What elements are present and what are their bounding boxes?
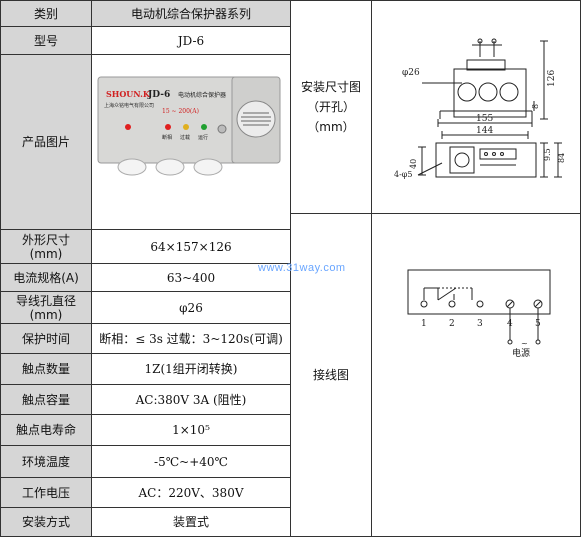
wiring-label: 接线图 — [312, 368, 349, 382]
svg-text:断相: 断相 — [162, 134, 172, 141]
dim-right-1: 9.5 — [543, 148, 552, 161]
row-value-protect: 断相：≤ 3s 过载：3~120s(可调) — [99, 331, 283, 346]
row-value-capacity: AC:380V 3A (阻性) — [135, 392, 247, 407]
terminal-2: 2 — [449, 319, 455, 329]
svg-text:过载: 过载 — [180, 134, 190, 141]
terminal-3: 3 — [477, 319, 483, 329]
photo-brand: SHOUN.K — [106, 89, 151, 99]
row-value-mount: 装置式 — [172, 515, 209, 529]
row-value-hole: φ26 — [179, 300, 203, 315]
dim-right-2: 84 — [557, 153, 566, 163]
install-label-3: （mm） — [307, 120, 355, 134]
row-value-current: 63~400 — [166, 270, 216, 285]
dim-bottom-width: 144 — [476, 126, 493, 136]
dim-height: 126 — [547, 70, 557, 87]
row-value-temp: -5℃~+40℃ — [154, 454, 228, 469]
dim-mount-hole: 4-φ5 — [394, 170, 412, 179]
led-red-2 — [165, 124, 171, 130]
row-value-contacts: 1Z(1组开闭转换) — [144, 362, 238, 376]
speaker-grille-icon — [241, 112, 271, 126]
row-label-mount: 安装方式 — [1, 508, 91, 536]
install-label-1: 安装尺寸图 — [300, 80, 361, 94]
product-photo: SHOUN.K JD-6 电动机综合保护器 上海众铭电气有限公司 15 ~ 20… — [92, 55, 290, 229]
watermark: www.31way.com — [258, 262, 346, 274]
photo-model: JD-6 — [147, 90, 170, 100]
row-label-photo: 产品图片 — [1, 55, 91, 229]
install-dimension-drawing: φ26 126 8 155 144 40 4-φ5 9.5 84 — [394, 38, 566, 179]
row-label-voltage: 工作电压 — [1, 478, 91, 507]
adjust-knob — [217, 124, 227, 134]
row-label-size: 外形尺寸 (mm) — [1, 230, 91, 263]
series-title-cell: 电动机综合保护器系列 — [92, 1, 290, 26]
row-label-current: 电流规格(A) — [1, 264, 91, 291]
svg-text:运行: 运行 — [198, 134, 208, 141]
series-title: 电动机综合保护器系列 — [130, 6, 251, 21]
row-label-contacts: 触点数量 — [1, 354, 91, 384]
row-label-capacity: 触点容量 — [1, 385, 91, 414]
install-label-cell: 安装尺寸图 （开孔） （mm） — [291, 1, 371, 213]
install-label-2: （开孔） — [306, 100, 355, 114]
photo-range: 15 ~ 200(A) — [162, 108, 199, 115]
wiring-diagram: 1 2 3 4 5 ~ 电源 — [407, 269, 551, 359]
row-label-protect: 保护时间 — [1, 324, 91, 353]
led-green — [201, 124, 207, 130]
wiring-label-cell: 接线图 — [291, 214, 371, 536]
row-label-model: 型号 — [1, 27, 91, 54]
photo-name: 电动机综合保护器 — [178, 91, 226, 99]
terminal-1: 1 — [421, 319, 427, 329]
led-red-1 — [125, 124, 131, 130]
row-value-life: 1×10⁵ — [172, 423, 210, 437]
category-label: 类别 — [33, 6, 58, 21]
dim-top-width: 155 — [476, 114, 493, 124]
row-label-life: 触点电寿命 — [1, 415, 91, 445]
category-label-cell: 类别 — [1, 1, 91, 26]
row-value-size: 64×157×126 — [150, 239, 232, 254]
power-label: 电源 — [512, 347, 530, 359]
dim-side-small: 8 — [531, 104, 540, 109]
ac-symbol: ~ — [521, 339, 528, 348]
dim-mount-depth: 40 — [409, 159, 418, 169]
led-yellow — [183, 124, 189, 130]
photo-maker: 上海众铭电气有限公司 — [104, 102, 154, 109]
row-value-model: JD-6 — [177, 33, 205, 48]
row-label-temp: 环境温度 — [1, 446, 91, 477]
row-value-voltage: AC：220V、380V — [138, 485, 244, 500]
row-label-hole: 导线孔直径 (mm) — [1, 292, 91, 323]
dim-hole: φ26 — [402, 68, 420, 78]
